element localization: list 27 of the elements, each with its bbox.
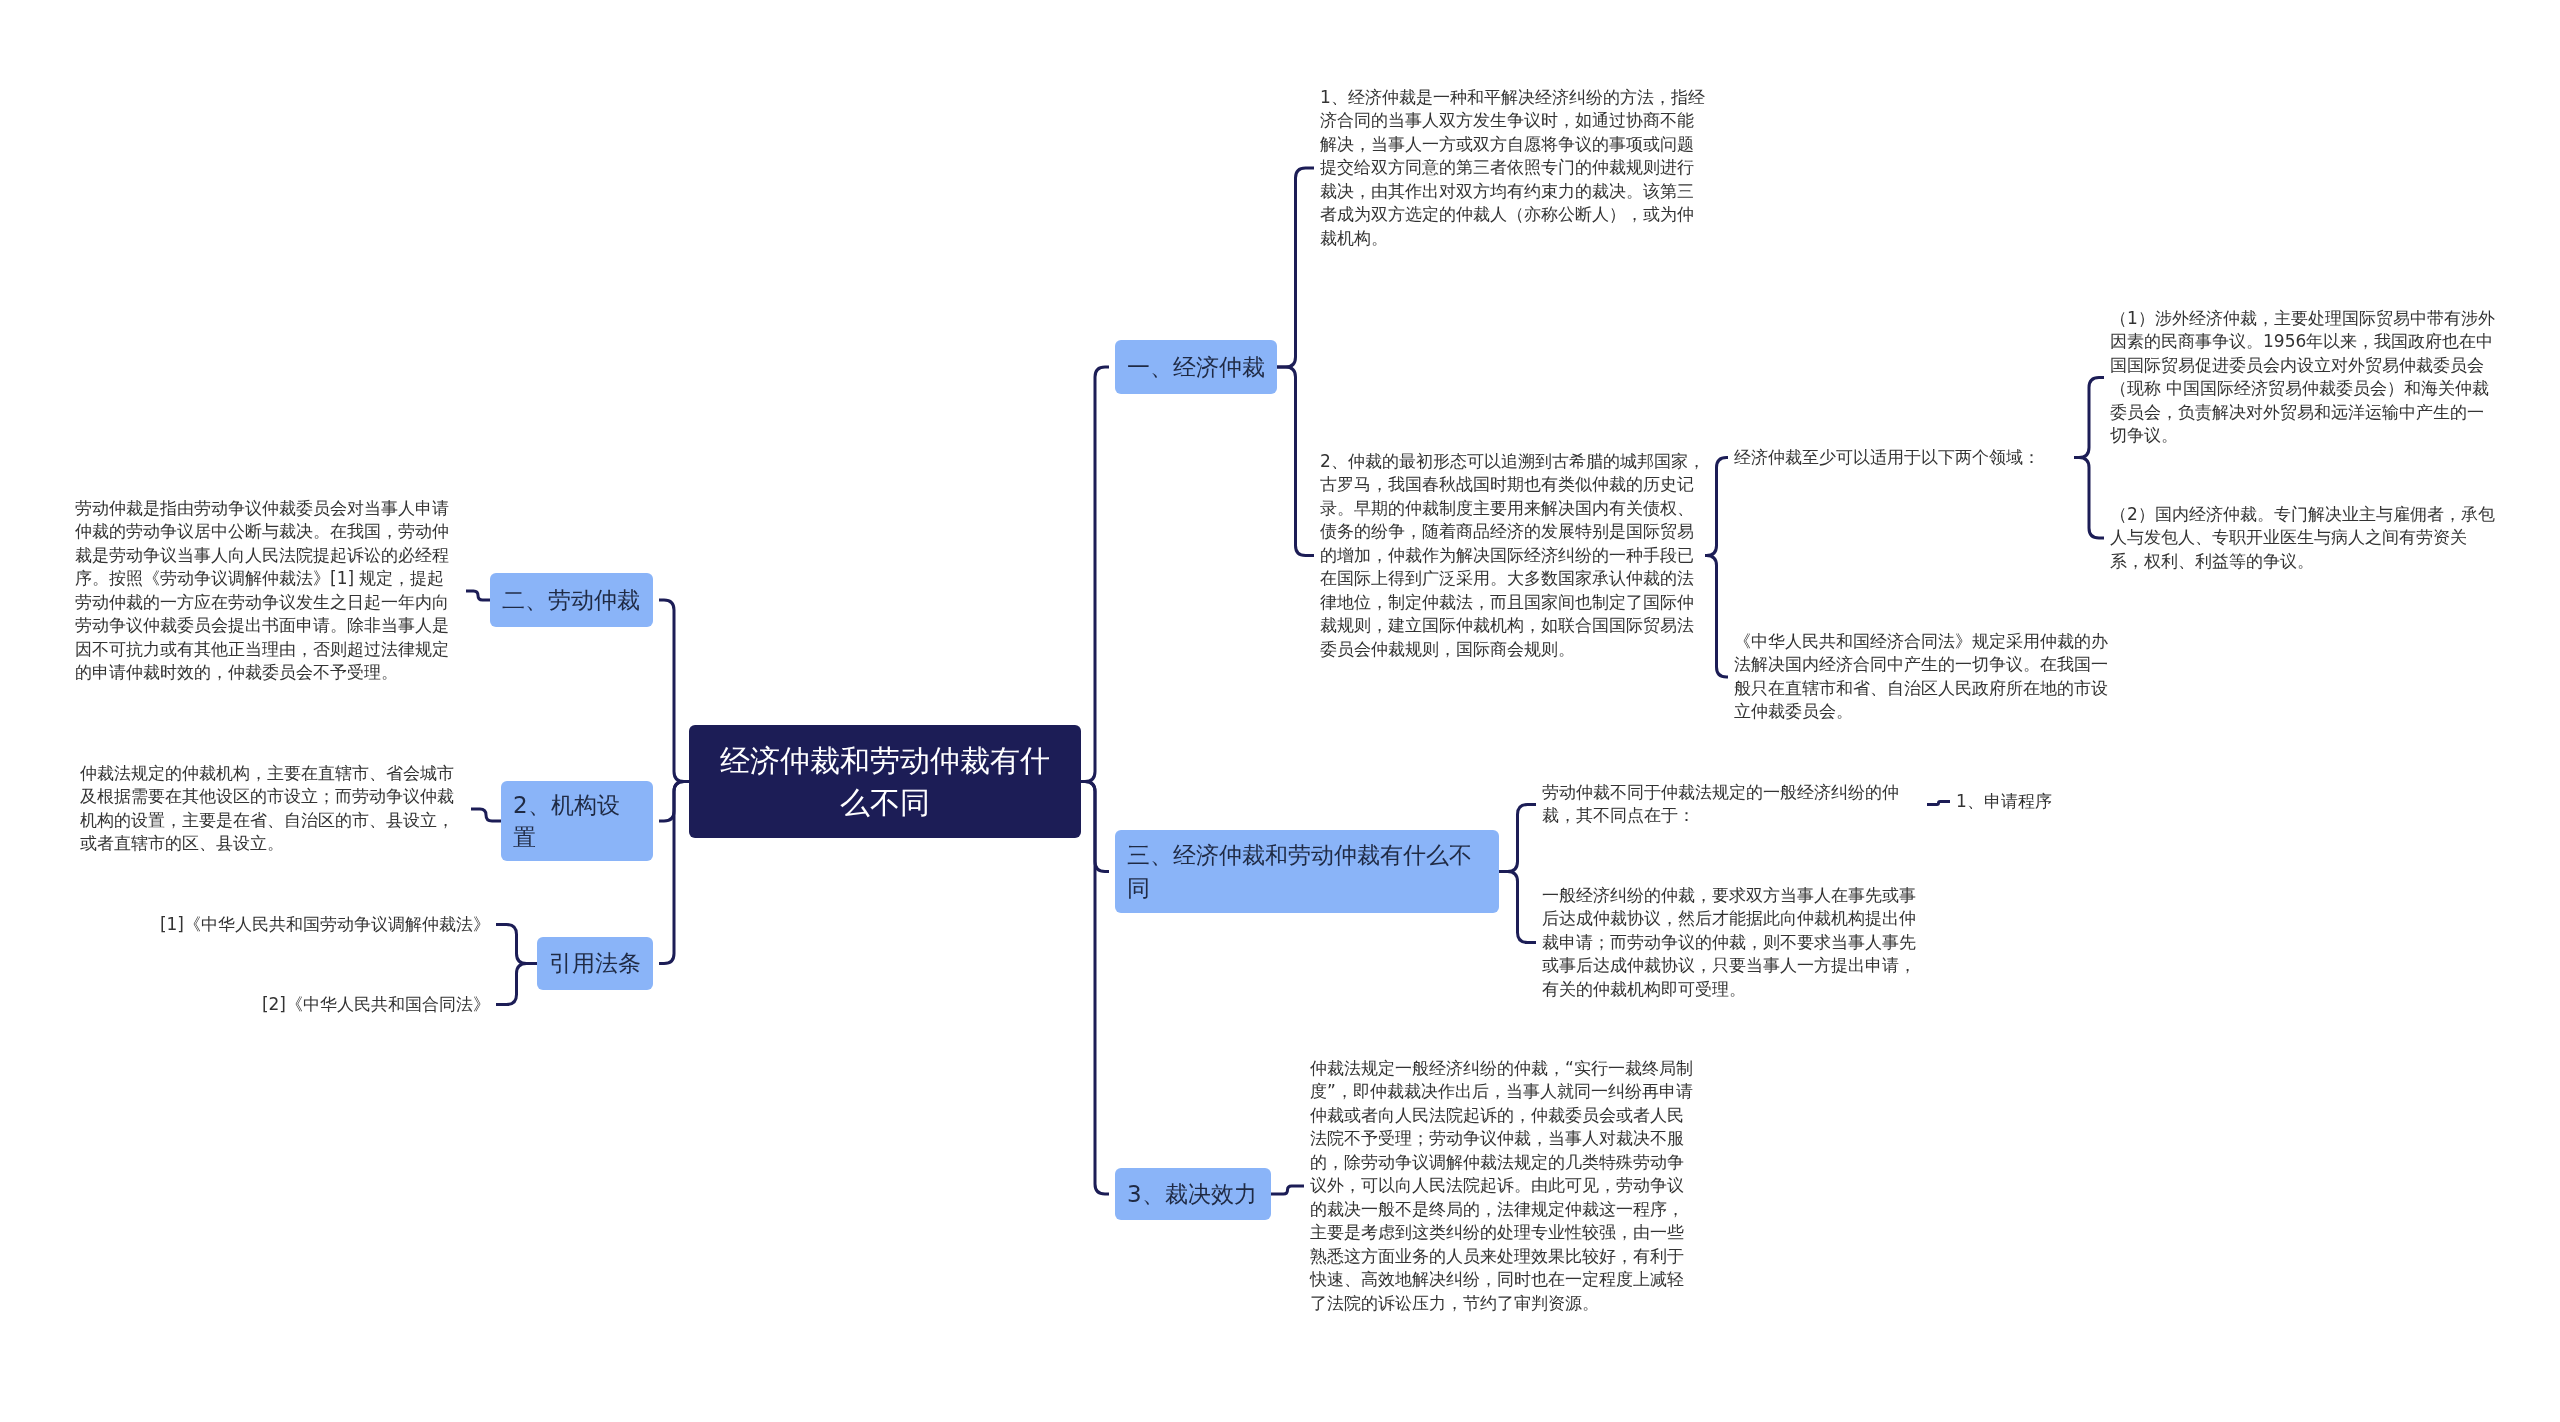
note-text: 劳动仲裁不同于仲裁法规定的一般经济纠纷的仲裁，其不同点在于： xyxy=(1542,781,1900,828)
note-text: 劳动仲裁是指由劳动争议仲裁委员会对当事人申请仲裁的劳动争议居中公断与裁决。在我国，劳动仲裁是劳动争议当事人向人民法院提起诉讼的必经程序。按照《劳动争议调解仲裁法》[1] 规定，提起劳动仲裁的一方应在劳动争议发生之日起一年内向劳动争议仲裁委员会提出书面申请。除非当事人是因不可抗力或有其他正当理由，否则超过法律规定的申请仲裁时效的，仲裁委员会不予受理。 xyxy=(75,497,450,685)
connector-line xyxy=(1927,800,1950,806)
note-text: 一般经济纠纷的仲裁，要求双方当事人在事先或事后达成仲裁协议，然后才能据此向仲裁机构提出仲裁申请；而劳动争议的仲裁，则不要求当事人事先或事后达成仲裁协议，只要当事人一方提出申请，有关的仲裁机构即可受理。 xyxy=(1542,884,1917,1001)
note-text: [2]《中华人民共和国合同法》 xyxy=(260,993,490,1016)
connector-line xyxy=(1704,554,1729,679)
note-text: 2、仲裁的最初形态可以追溯到古希腊的城邦国家，古罗马，我国春秋战国时期也有类似仲裁的历史记录。早期的仲裁制度主要用来解决国内有关债权、债务的纷争，随着商品经济的发展特别是国际贸易的增加，仲裁作为解决国际经济纠纷的一种手段已在国际上得到广泛采用。大多数国家承认仲裁的法律地位，制定仲裁法，而且国家间也制定了国际仲裁规则，建立国际仲裁机构，如联合国国际贸易法委员会仲裁规则，国际商会规则。 xyxy=(1320,450,1705,661)
connector-line xyxy=(496,962,537,1006)
connector-line xyxy=(466,589,490,602)
note-text: 1、经济仲裁是一种和平解决经济纠纷的方法，指经济合同的当事人双方发生争议时，如通过协商不能解决，当事人一方或双方自愿将争议的事项或问题提交给双方同意的第三者依照专门的仲裁规则进行裁决，由其作出对双方均有约束力的裁决。该第三者成为双方选定的仲裁人（亦称公断人），或为仲裁机构。 xyxy=(1320,86,1705,250)
connector-line xyxy=(471,807,501,823)
topic-box: 2、机构设置 xyxy=(501,781,653,862)
central-topic-box: 经济仲裁和劳动仲裁有什么不同 xyxy=(689,725,1081,838)
topic-box: 三、经济仲裁和劳动仲裁有什么不同 xyxy=(1115,830,1499,913)
note-text: 1、申请程序 xyxy=(1956,790,2053,813)
note-text: 仲裁法规定一般经济纠纷的仲裁，“实行一裁终局制度”，即仲裁裁决作出后，当事人就同一纠纷再申请仲裁或者向人民法院起诉的，仲裁委员会或者人民法院不予受理；劳动争议仲裁，当事人对裁决不服的，除劳动争议调解仲裁法规定的几类特殊劳动争议外，可以向人民法院起诉。由此可见，劳动争议的裁决一般不是终局的，法律规定仲裁这一程序，主要是考虑到这类纠纷的处理专业性较强，由一些熟悉这方面业务的人员来处理效果比较好，有利于快速、高效地解决纠纷，同时也在一定程度上减轻了法院的诉讼压力，节约了审判资源。 xyxy=(1310,1057,1694,1315)
note-text: 《中华人民共和国经济合同法》规定采用仲裁的办法解决国内经济合同中产生的一切争议。在我国一般只在直辖市和省、自治区人民政府所在地的市设立仲裁委员会。 xyxy=(1734,630,2109,724)
topic-box: 一、经济仲裁 xyxy=(1115,340,1277,394)
topic-box: 3、裁决效力 xyxy=(1115,1168,1271,1220)
topic-box: 二、劳动仲裁 xyxy=(490,573,653,627)
note-text: [1]《中华人民共和国劳动争议调解仲裁法》 xyxy=(158,913,490,936)
connector-line xyxy=(1271,1184,1304,1196)
note-text: （1）涉外经济仲裁，主要处理国际贸易中带有涉外因素的民商事争议。1956年以来，我国政府也在中国国际贸易促进委员会内设立对外贸易仲裁委员会（现称 中国国际经济贸易仲裁委员会）和海关仲裁委员会，负责解决对外贸易和远洋运输中产生的一切争议。 xyxy=(2110,307,2496,448)
note-text: 经济仲裁至少可以适用于以下两个领域： xyxy=(1734,446,2041,469)
note-text: （2）国内经济仲裁。专门解决业主与雇佣者，承包人与发包人、专职开业医生与病人之间有劳资关系，权利、利益等的争议。 xyxy=(2110,503,2496,573)
note-text: 仲裁法规定的仲裁机构，主要在直辖市、省会城市及根据需要在其他设区的市设立；而劳动争议仲裁机构的设置，主要是在省、自治区的市、县设立，或者直辖市的区、县设立。 xyxy=(80,762,455,856)
topic-box: 引用法条 xyxy=(537,937,653,990)
